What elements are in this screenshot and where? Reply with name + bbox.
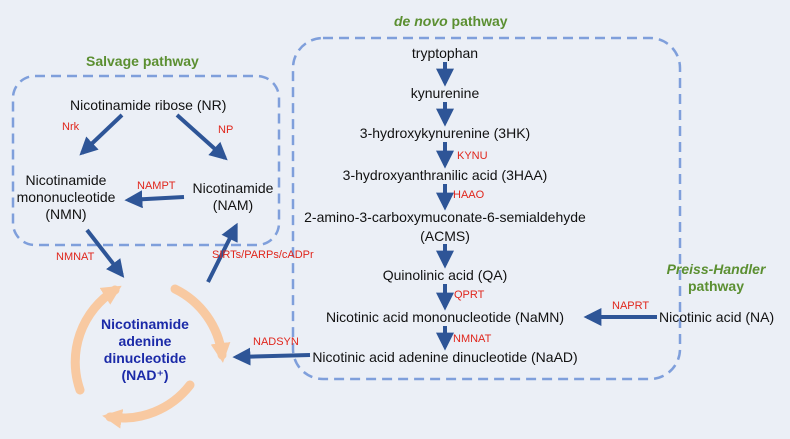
denovo-title-italic: de novo — [394, 13, 448, 29]
metabolite-nad-line3: dinucleotide — [103, 350, 187, 366]
metabolite-nam-line1: Nicotinamide — [192, 180, 274, 196]
metabolite-nmn-line3: (NMN) — [45, 206, 87, 222]
metabolite-nmn: Nicotinamide mononucleotide (NMN) — [6, 172, 126, 223]
preiss-handler-title-line2: pathway — [687, 278, 744, 294]
enzyme-sirts-parps-cadpr: SIRTs/PARPs/cADPr — [212, 249, 314, 261]
metabolite-na: Nicotinic acid (NA) — [659, 309, 775, 325]
metabolite-tryptophan: tryptophan — [411, 45, 479, 61]
metabolite-nad-line2: adenine — [118, 333, 172, 349]
metabolite-acms-line2: (ACMS) — [420, 228, 470, 244]
preiss-handler-title: Preiss-Handler pathway — [651, 261, 781, 295]
metabolite-nam-line2: (NAM) — [212, 197, 254, 213]
metabolite-acms: 2-amino-3-carboxymuconate-6-semialdehyde… — [295, 209, 595, 245]
enzyme-qprt: QPRT — [454, 289, 485, 301]
enzyme-nadsyn: NADSYN — [253, 336, 299, 348]
metabolite-nmn-line2: mononucleotide — [16, 189, 116, 205]
preiss-handler-title-line1: Preiss-Handler — [666, 261, 766, 277]
metabolite-nmn-line1: Nicotinamide — [25, 172, 107, 188]
metabolite-kynurenine: kynurenine — [410, 85, 480, 101]
enzyme-nmnat-left: NMNAT — [56, 251, 95, 263]
enzyme-np: NP — [218, 124, 234, 136]
metabolite-acms-line1: 2-amino-3-carboxymuconate-6-semialdehyde — [304, 209, 586, 225]
denovo-pathway-box — [291, 36, 682, 381]
metabolite-naad: Nicotinic acid adenine dinucleotide (NaA… — [312, 349, 578, 365]
metabolite-nam: Nicotinamide (NAM) — [183, 180, 283, 214]
metabolite-qa: Quinolinic acid (QA) — [382, 267, 508, 283]
metabolite-3haa: 3-hydroxyanthranilic acid (3HAA) — [342, 167, 548, 183]
arrow-nmn-to-nad — [85, 228, 125, 278]
nad-cycle — [70, 284, 231, 429]
arrow-nam-to-nmn — [124, 190, 185, 209]
metabolite-nad-line1: Nicotinamide — [101, 316, 189, 332]
enzyme-haao: HAAO — [453, 189, 485, 201]
arrow-nr-to-nmn — [79, 113, 124, 156]
arrow-naad-to-nad — [232, 347, 311, 366]
salvage-pathway-title: Salvage pathway — [86, 53, 199, 69]
metabolite-3hk: 3-hydroxykynurenine (3HK) — [359, 125, 531, 141]
arrow-nad-to-nam — [206, 222, 238, 283]
enzyme-kynu: KYNU — [457, 150, 488, 162]
metabolite-nad-line4: (NAD⁺) — [121, 367, 169, 383]
enzyme-nampt: NAMPT — [137, 180, 176, 192]
denovo-title-rest: pathway — [447, 13, 508, 29]
metabolite-nad: Nicotinamide adenine dinucleotide (NAD⁺) — [90, 316, 200, 384]
metabolite-nr: Nicotinamide ribose (NR) — [70, 97, 227, 113]
enzyme-nmnat-right: NMNAT — [453, 333, 492, 345]
enzyme-naprt: NAPRT — [612, 300, 650, 312]
denovo-pathway-title: de novo pathway — [394, 13, 508, 30]
enzyme-nrk: Nrk — [62, 121, 80, 133]
arrow-nr-to-nam — [175, 113, 228, 161]
metabolite-namn: Nicotinic acid mononucleotide (NaMN) — [325, 309, 565, 325]
